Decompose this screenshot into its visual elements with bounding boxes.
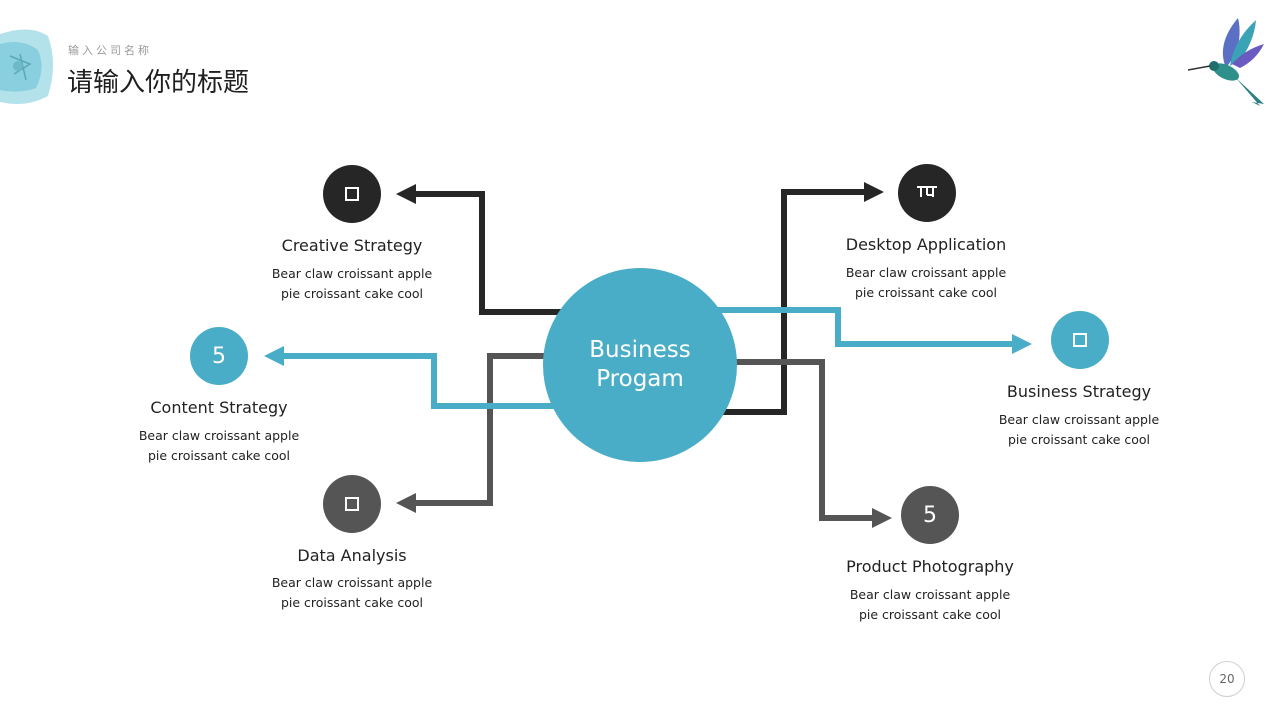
device-icon bbox=[917, 186, 937, 197]
arrowhead-data-analysis bbox=[396, 493, 416, 513]
square-icon bbox=[345, 187, 359, 201]
arrowhead-creative-strategy bbox=[396, 184, 416, 204]
desktop-application-desc-line1: Bear claw croissant apple bbox=[845, 265, 1007, 280]
content-strategy-icon-circle: 5 bbox=[190, 327, 248, 385]
content-strategy-desc: Bear claw croissant apple pie croissant … bbox=[109, 426, 329, 466]
connector-creative-strategy bbox=[412, 191, 566, 315]
creative-strategy-icon-circle bbox=[323, 165, 381, 223]
center-label-line1: Business bbox=[589, 337, 691, 363]
connector-content-strategy bbox=[282, 353, 566, 409]
square-icon bbox=[345, 497, 359, 511]
data-analysis-desc-line1: Bear claw croissant apple bbox=[271, 575, 433, 590]
square-icon bbox=[1073, 333, 1087, 347]
arrowhead-product-photography bbox=[872, 508, 892, 528]
connector-desktop-application bbox=[714, 189, 866, 415]
business-strategy-desc-line2: pie croissant cake cool bbox=[1007, 432, 1151, 447]
data-analysis-desc: Bear claw croissant apple pie croissant … bbox=[242, 573, 462, 613]
desktop-application-desc-line2: pie croissant cake cool bbox=[854, 285, 998, 300]
arrowhead-desktop-application bbox=[864, 182, 884, 202]
connector-data-analysis bbox=[414, 353, 566, 506]
content-strategy-desc-line2: pie croissant cake cool bbox=[147, 448, 291, 463]
arrowhead-business-strategy bbox=[1012, 334, 1032, 354]
product-photography-desc-line1: Bear claw croissant apple bbox=[849, 587, 1011, 602]
content-strategy-title: Content Strategy bbox=[150, 398, 288, 417]
product-photography-desc: Bear claw croissant apple pie croissant … bbox=[820, 585, 1040, 625]
page-title: 请输入你的标题 bbox=[67, 68, 250, 98]
desktop-application-desc: Bear claw croissant apple pie croissant … bbox=[816, 263, 1036, 303]
connector-product-photography bbox=[714, 359, 874, 521]
connector-business-strategy bbox=[712, 307, 1014, 347]
flower-decoration bbox=[0, 29, 53, 105]
business-strategy-desc-line1: Bear claw croissant apple bbox=[998, 412, 1160, 427]
content-strategy-desc-line1: Bear claw croissant apple bbox=[138, 428, 300, 443]
data-analysis-desc-line2: pie croissant cake cool bbox=[280, 595, 424, 610]
creative-strategy-desc-line2: pie croissant cake cool bbox=[280, 286, 424, 301]
desktop-application-title: Desktop Application bbox=[845, 235, 1007, 254]
business-strategy-desc: Bear claw croissant apple pie croissant … bbox=[969, 410, 1189, 450]
data-analysis-title: Data Analysis bbox=[297, 546, 407, 565]
center-label: Business Progam bbox=[565, 336, 715, 394]
data-analysis-icon-circle bbox=[323, 475, 381, 533]
hummingbird-illustration bbox=[1187, 18, 1264, 106]
desktop-application-icon-circle bbox=[898, 164, 956, 222]
product-photography-title: Product Photography bbox=[846, 557, 1014, 576]
number-five-icon: 5 bbox=[923, 502, 937, 528]
company-name: 输入公司名称 bbox=[68, 44, 152, 57]
business-strategy-icon-circle bbox=[1051, 311, 1109, 369]
center-circle bbox=[543, 268, 737, 462]
business-strategy-title: Business Strategy bbox=[1006, 382, 1152, 401]
arrowhead-content-strategy bbox=[264, 346, 284, 366]
page-number: 20 bbox=[1209, 661, 1245, 697]
center-label-line2: Progam bbox=[596, 366, 684, 392]
product-photography-icon-circle: 5 bbox=[901, 486, 959, 544]
creative-strategy-desc: Bear claw croissant apple pie croissant … bbox=[242, 264, 462, 304]
number-five-icon: 5 bbox=[212, 343, 226, 369]
creative-strategy-desc-line1: Bear claw croissant apple bbox=[271, 266, 433, 281]
product-photography-desc-line2: pie croissant cake cool bbox=[858, 607, 1002, 622]
creative-strategy-title: Creative Strategy bbox=[281, 236, 423, 255]
